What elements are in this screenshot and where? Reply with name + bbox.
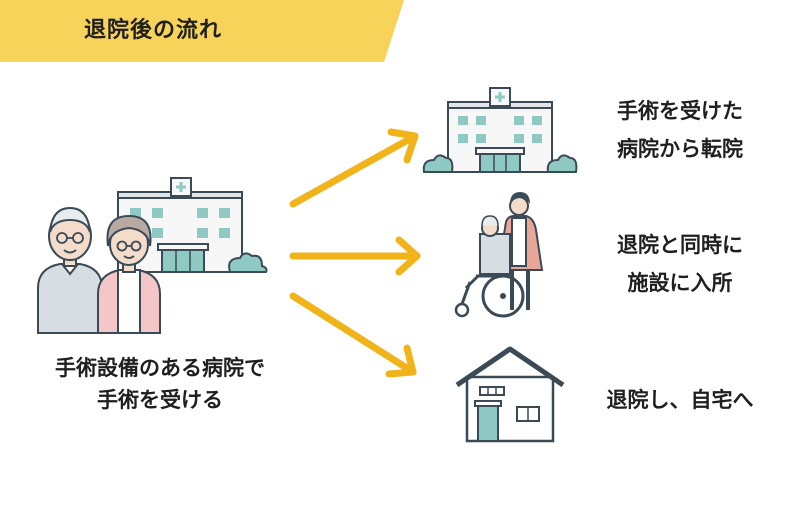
source-illustration: [30, 170, 280, 339]
arrow-to-facility-icon: [289, 236, 421, 276]
destination-1-illustration: [420, 80, 580, 179]
destination-label-line: 病院から転院: [617, 137, 743, 161]
source-label-line: 手術を受ける: [97, 388, 223, 412]
caregiver-wheelchair-icon: [454, 192, 544, 318]
destination-3-illustration: [455, 345, 565, 449]
destination-3-label: 退院し、自宅へ: [570, 381, 790, 419]
destination-label-line: 手術を受けた: [617, 99, 743, 123]
source-label-line: 手術設備のある病院で: [55, 356, 265, 380]
destination-label-line: 退院と同時に: [617, 233, 743, 257]
elderly-couple-icon: [37, 206, 161, 334]
header-banner: 退院後の流れ: [0, 0, 420, 62]
page-title: 退院後の流れ: [84, 18, 223, 43]
arrow-to-hospital-icon: [289, 128, 419, 208]
banner-shape: [0, 0, 404, 62]
destination-2-illustration: [448, 192, 548, 326]
destination-1-label: 手術を受けた 病院から転院: [580, 92, 780, 168]
arrow-to-home-icon: [289, 292, 417, 378]
flow-arrows: [289, 128, 421, 378]
destination-2-label: 退院と同時に 施設に入所: [580, 226, 780, 302]
destination-label-line: 退院し、自宅へ: [606, 388, 754, 412]
house-icon: [455, 346, 565, 443]
hospital-icon: [422, 87, 578, 173]
destination-label-line: 施設に入所: [627, 271, 733, 295]
source-label: 手術設備のある病院で 手術を受ける: [10, 352, 310, 416]
